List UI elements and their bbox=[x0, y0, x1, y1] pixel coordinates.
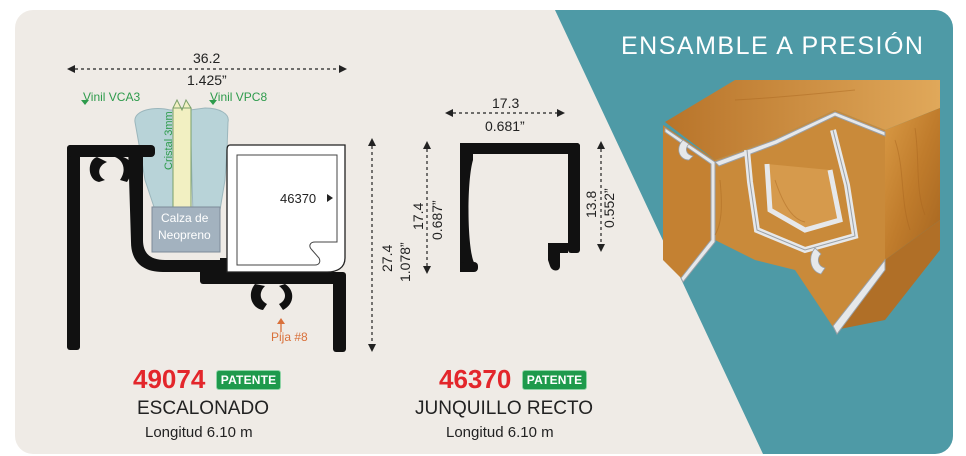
junquillo-width-in: 0.681” bbox=[485, 118, 525, 134]
vinyl-vpc8-label: Vinil VPC8 bbox=[210, 90, 268, 104]
junquillo-code-row: 46370 PATENTE bbox=[439, 364, 588, 395]
height-in-label: 1.078” bbox=[397, 242, 413, 282]
width-in-label: 1.425” bbox=[187, 72, 227, 88]
escalonado-code-row: 49074 PATENTE bbox=[133, 364, 282, 395]
escalonado-name: ESCALONADO bbox=[137, 398, 269, 419]
shim-label-line2: Neopreno bbox=[158, 228, 211, 242]
glass-label: Cristal 3mm bbox=[163, 111, 175, 170]
wood-profile-illustration bbox=[663, 80, 940, 335]
insert-ref-label: 46370 bbox=[280, 191, 317, 206]
shim-label-line1: Calza de bbox=[161, 211, 209, 225]
screw-label: Pija #8 bbox=[271, 330, 308, 344]
height-mm-label: 27.4 bbox=[379, 244, 395, 272]
junquillo-width-mm: 17.3 bbox=[492, 95, 520, 111]
junquillo-height-in: 0.687” bbox=[429, 200, 445, 240]
assembly-heading: ENSAMBLE A PRESIÓN bbox=[621, 32, 925, 60]
escalonado-drawing bbox=[67, 65, 376, 352]
junquillo-length: Longitud 6.10 m bbox=[446, 424, 554, 441]
junquillo-drawing bbox=[423, 109, 605, 274]
escalonado-code: 49074 bbox=[133, 364, 206, 394]
junquillo-inner-mm: 13.8 bbox=[583, 190, 599, 218]
width-mm-label: 36.2 bbox=[193, 50, 221, 66]
junquillo-height-mm: 17.4 bbox=[410, 202, 426, 230]
product-card: ENSAMBLE A PRESIÓN 36.2 1.425” Vinil VCA… bbox=[15, 10, 953, 454]
junquillo-name: JUNQUILLO RECTO bbox=[415, 398, 594, 419]
escalonado-length: Longitud 6.10 m bbox=[145, 424, 253, 441]
junquillo-inner-in: 0.552” bbox=[601, 188, 617, 228]
escalonado-patent-badge: PATENTE bbox=[215, 370, 282, 390]
junquillo-code: 46370 bbox=[439, 364, 512, 394]
junquillo-patent-badge: PATENTE bbox=[521, 370, 588, 390]
vinyl-vca3-label: Vinil VCA3 bbox=[83, 90, 141, 104]
